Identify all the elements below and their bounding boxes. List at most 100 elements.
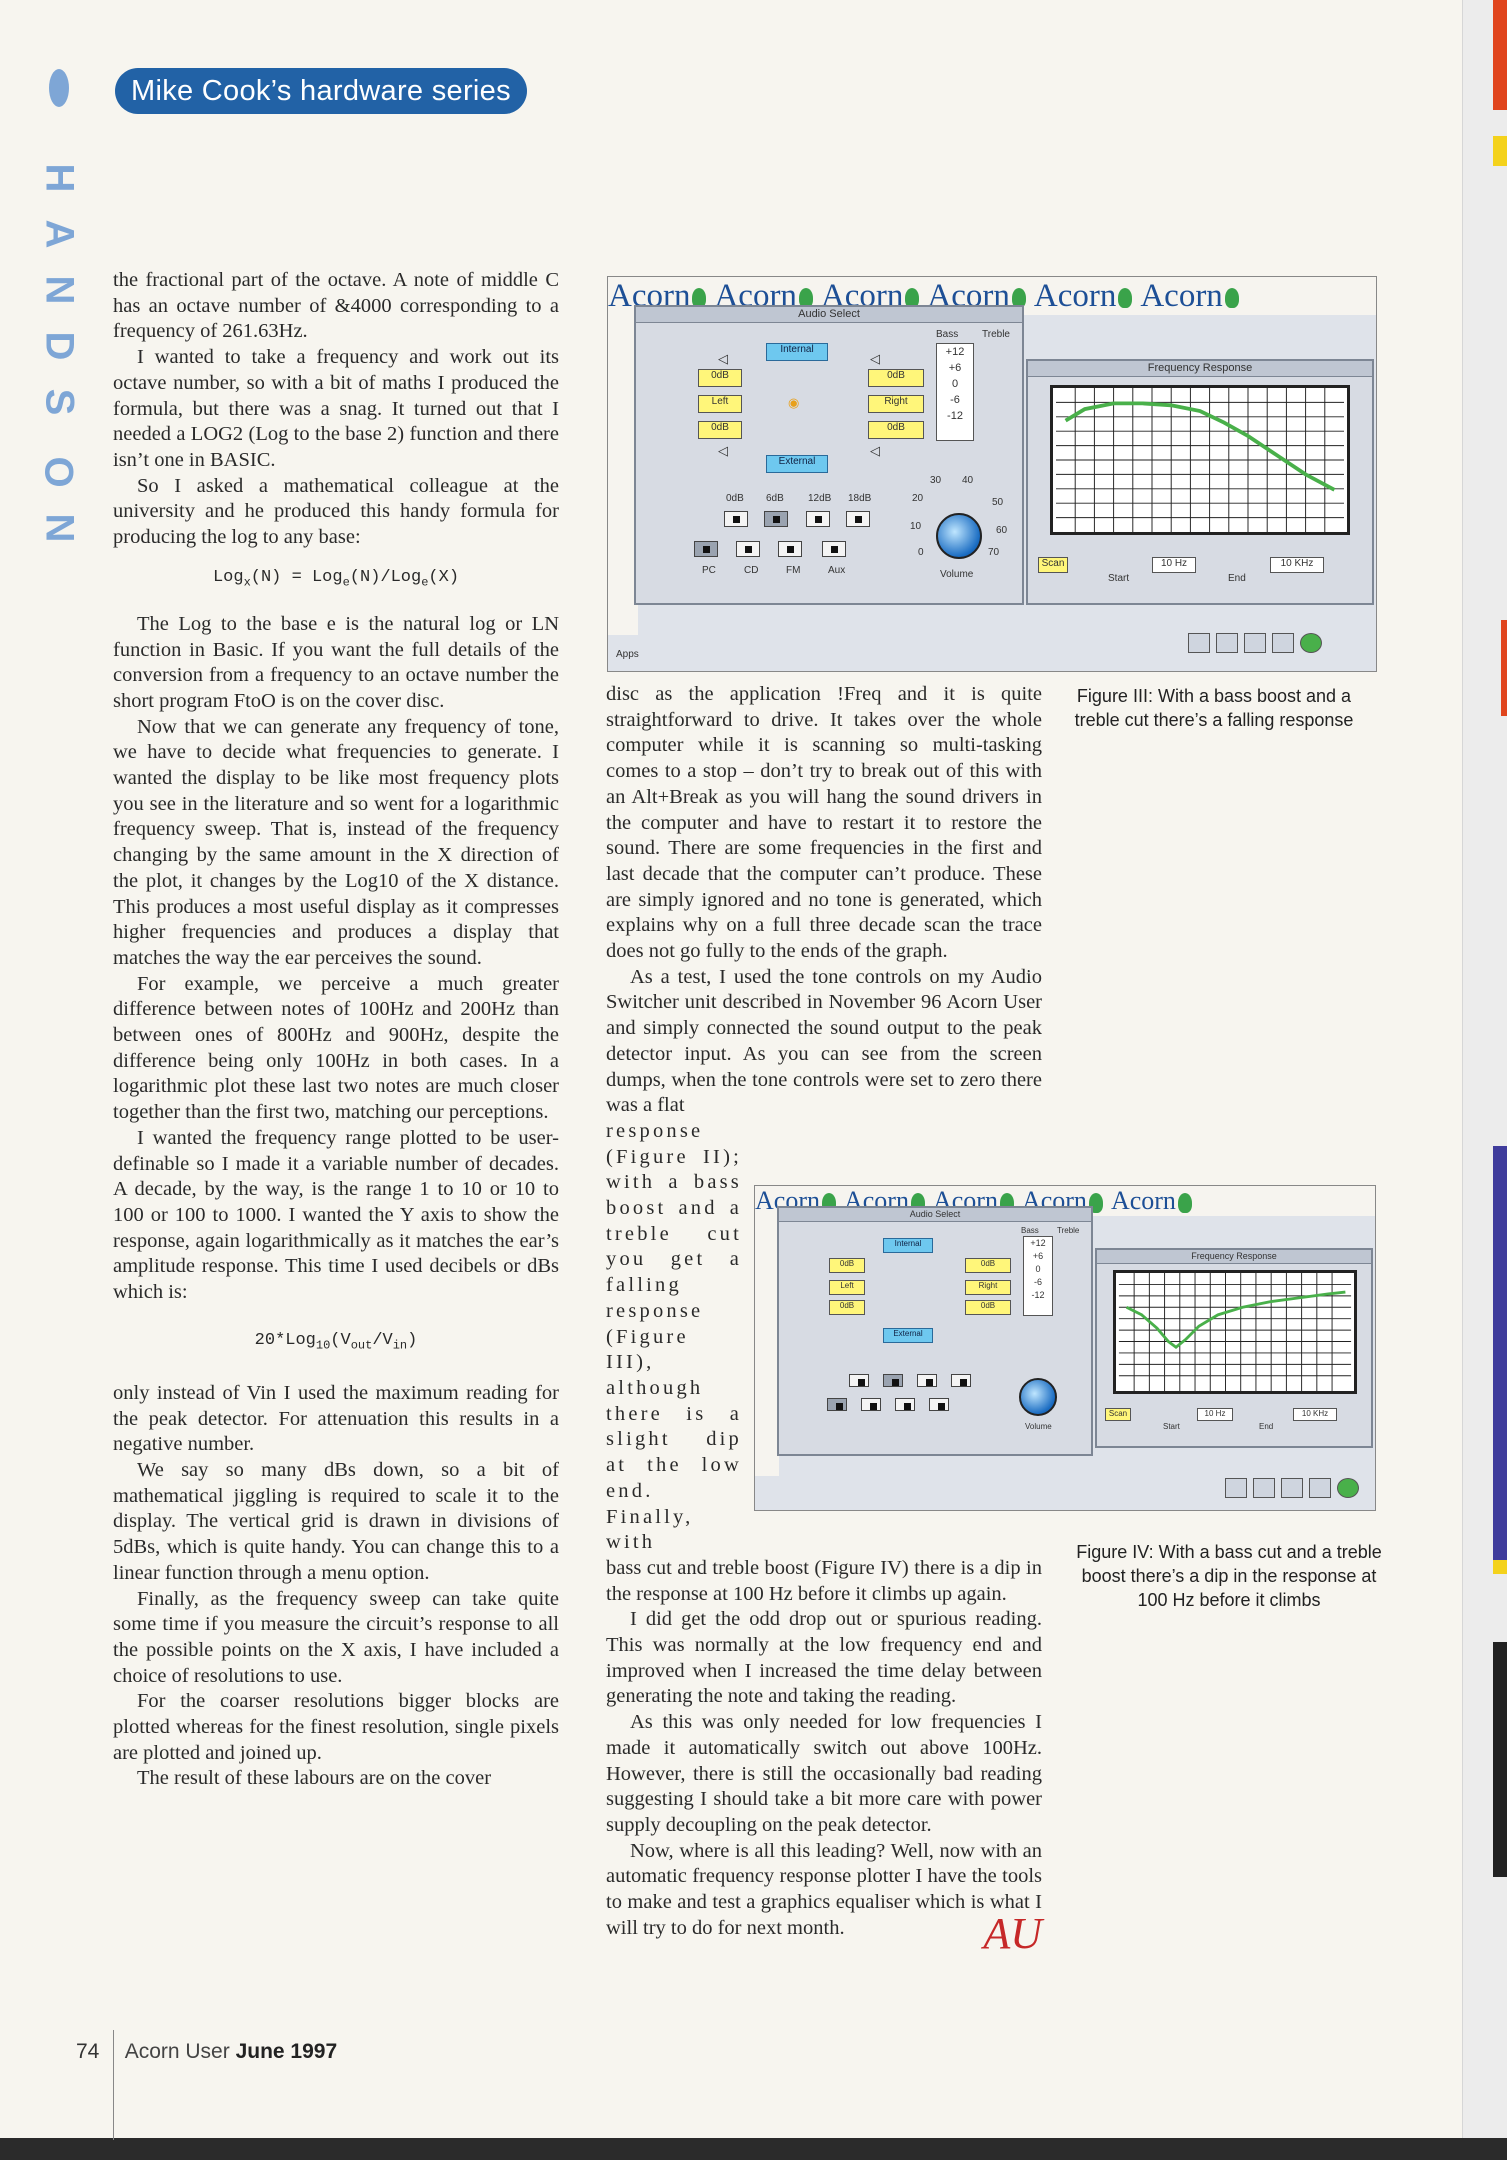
left-channel-button[interactable]: Left	[829, 1280, 865, 1295]
paragraph: For the coarser resolutions bigger block…	[113, 1690, 559, 1764]
iconbar-icon[interactable]	[1216, 633, 1238, 653]
frequency-response-window[interactable]: Frequency Response Scan Start 10 Hz End …	[1095, 1248, 1373, 1448]
formula-subscript: in	[392, 1338, 408, 1353]
paragraph: For example, we perceive a much greater …	[113, 972, 559, 1124]
window-title: Audio Select	[636, 307, 1022, 323]
gain-radio[interactable]	[764, 511, 788, 527]
left-channel-button[interactable]: Left	[698, 395, 742, 413]
iconbar-icon[interactable]	[1309, 1478, 1331, 1498]
volume-mark: 30	[930, 475, 942, 486]
tone-scale-label: +6	[1032, 1251, 1044, 1261]
audio-select-window[interactable]: Audio Select Bass Treble Internal 0dB 0d…	[777, 1206, 1093, 1456]
scan-button[interactable]: Scan	[1038, 557, 1068, 573]
iconbar-icon[interactable]	[1188, 633, 1210, 653]
paragraph: As a test, I used the tone controls on m…	[606, 965, 1042, 1117]
internal-button[interactable]: Internal	[883, 1238, 933, 1253]
treble-label: Treble	[1057, 1226, 1080, 1235]
audio-select-window[interactable]: Audio Select Bass Treble ◁ ◁ Internal 0d…	[634, 305, 1024, 605]
end-frequency-field[interactable]: 10 KHz	[1270, 557, 1324, 573]
left-0db-box[interactable]: 0dB	[698, 369, 742, 387]
input-radio[interactable]	[895, 1398, 915, 1411]
balance-speaker-icon: ◉	[788, 395, 800, 410]
external-button[interactable]: External	[766, 455, 828, 473]
formula-subscript: x	[243, 575, 251, 590]
formula-subscript: 10	[315, 1338, 331, 1353]
iconbar-icon[interactable]	[1244, 633, 1266, 653]
volume-mark: 70	[988, 547, 1000, 558]
volume-knob[interactable]	[936, 513, 982, 559]
acorn-icon	[1118, 288, 1133, 309]
input-radio[interactable]	[861, 1398, 881, 1411]
section-letter: O	[37, 456, 81, 488]
iconbar-icon[interactable]	[1281, 1478, 1303, 1498]
end-frequency-field[interactable]: 10 KHz	[1293, 1408, 1337, 1421]
paragraph: The result of these labours are on the c…	[137, 1767, 492, 1790]
page-footer: 74 Acorn User June 1997	[76, 2040, 337, 2064]
input-radio[interactable]	[778, 541, 802, 557]
gain-label: 12dB	[808, 493, 832, 504]
right-channel-button[interactable]: Right	[965, 1280, 1011, 1295]
input-label: FM	[786, 565, 801, 576]
bass-label: Bass	[936, 329, 959, 340]
acorn-logo-text: Acorn	[1033, 278, 1117, 314]
right-0db-box[interactable]: 0dB	[965, 1258, 1011, 1273]
internal-button[interactable]: Internal	[766, 343, 828, 361]
left-0db-box[interactable]: 0dB	[698, 421, 742, 439]
formula-part: (V	[330, 1330, 351, 1350]
gain-radio[interactable]	[806, 511, 830, 527]
input-radio[interactable]	[736, 541, 760, 557]
formula-part: (X)	[428, 567, 460, 587]
frequency-response-window[interactable]: Frequency Response Scan Start 10 Hz End …	[1026, 359, 1374, 605]
iconbar-icon[interactable]	[1253, 1478, 1275, 1498]
gain-radio[interactable]	[917, 1374, 937, 1387]
gain-radio[interactable]	[846, 511, 870, 527]
right-0db-box[interactable]: 0dB	[965, 1300, 1011, 1315]
right-channel-button[interactable]: Right	[868, 395, 924, 413]
start-frequency-field[interactable]: 10 Hz	[1152, 557, 1196, 573]
input-radio[interactable]	[822, 541, 846, 557]
window-title: Audio Select	[779, 1208, 1091, 1222]
response-graph	[1050, 385, 1350, 535]
iconbar-icon[interactable]	[1337, 1478, 1359, 1498]
external-button[interactable]: External	[883, 1328, 933, 1343]
section-letter: N	[36, 513, 81, 543]
right-0db-box[interactable]: 0dB	[868, 421, 924, 439]
falling-response-trace	[1064, 401, 1336, 492]
paragraph: I wanted to take a frequency and work ou…	[113, 346, 559, 471]
section-label-hands-on: H A N D S O N	[37, 150, 81, 556]
volume-mark: 50	[992, 497, 1004, 508]
section-letter: S	[37, 388, 81, 416]
acorn-icon	[1177, 1193, 1192, 1214]
input-radio[interactable]	[929, 1398, 949, 1411]
volume-mark: 10	[910, 521, 922, 532]
input-radio[interactable]	[694, 541, 718, 557]
gain-label: 18dB	[848, 493, 872, 504]
series-badge: Mike Cook’s hardware series	[115, 68, 527, 114]
tone-scale-label: 0	[951, 378, 959, 390]
gain-radio[interactable]	[724, 511, 748, 527]
paragraph: We say so many dBs down, so a bit of mat…	[113, 1459, 559, 1584]
paragraph: response (Figure II); with a bass boost …	[606, 1119, 742, 1554]
start-frequency-field[interactable]: 10 Hz	[1197, 1408, 1233, 1421]
formula-part: Log	[212, 567, 244, 587]
gain-radio[interactable]	[951, 1374, 971, 1387]
right-0db-box[interactable]: 0dB	[868, 369, 924, 387]
article-column-1: the fractional part of the octave. A not…	[113, 268, 559, 1792]
left-0db-box[interactable]: 0dB	[829, 1258, 865, 1273]
iconbar-icon[interactable]	[1272, 633, 1294, 653]
figure-4-caption: Figure IV: With a bass cut and a treble …	[1076, 1542, 1382, 1610]
gain-radio[interactable]	[883, 1374, 903, 1387]
iconbar-icon[interactable]	[1225, 1478, 1247, 1498]
scan-button[interactable]: Scan	[1105, 1408, 1131, 1421]
volume-knob[interactable]	[1019, 1378, 1057, 1416]
window-title: Frequency Response	[1028, 361, 1372, 377]
wrapped-paragraph: response (Figure II); with a bass boost …	[606, 1119, 742, 1556]
acorn-icon	[692, 288, 707, 309]
input-radio[interactable]	[827, 1398, 847, 1411]
left-0db-box[interactable]: 0dB	[829, 1300, 865, 1315]
acorn-user-end-logo: AU	[983, 1909, 1042, 1959]
gain-radio[interactable]	[849, 1374, 869, 1387]
iconbar-icon[interactable]	[1300, 633, 1322, 653]
speaker-icon: ◁	[870, 351, 880, 366]
paragraph: the fractional part of the octave. A not…	[113, 269, 559, 343]
